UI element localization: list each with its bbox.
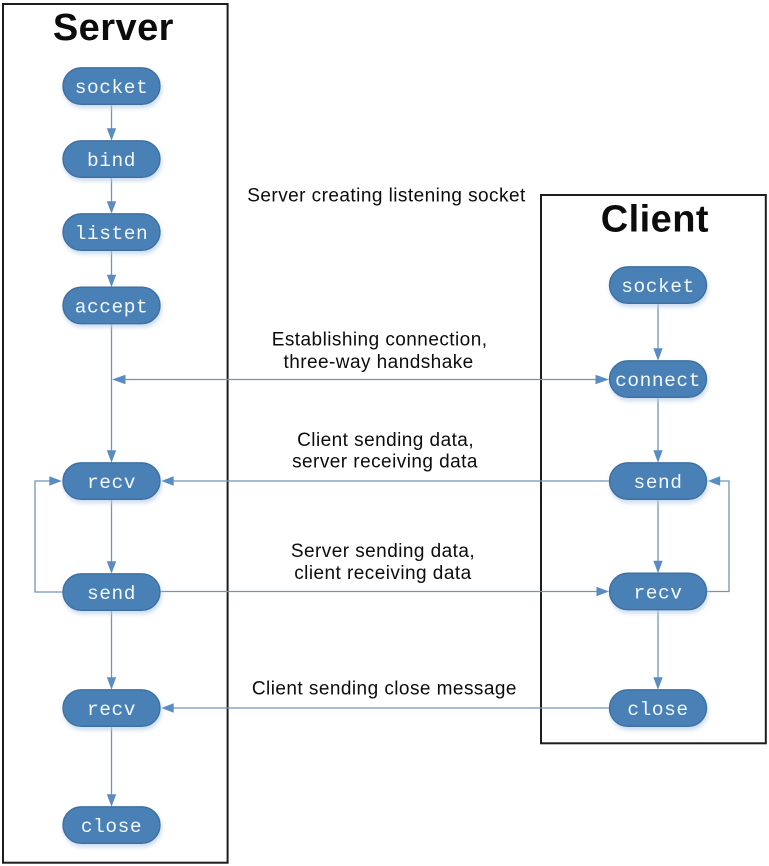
svg-text:recv: recv	[87, 472, 136, 494]
svg-text:socket: socket	[621, 276, 695, 298]
svg-text:client receiving data: client receiving data	[294, 563, 471, 584]
svg-text:recv: recv	[87, 699, 136, 721]
svg-text:accept: accept	[75, 296, 149, 318]
svg-text:bind: bind	[87, 150, 136, 172]
svg-text:close: close	[627, 699, 688, 721]
svg-text:Client: Client	[601, 199, 709, 241]
svg-text:close: close	[81, 816, 142, 838]
svg-text:send: send	[87, 583, 136, 605]
svg-text:Server: Server	[53, 7, 174, 49]
svg-text:server receiving data: server receiving data	[292, 451, 478, 472]
svg-text:listen: listen	[75, 223, 149, 245]
svg-text:recv: recv	[633, 582, 682, 604]
svg-text:connect: connect	[615, 370, 701, 392]
svg-text:send: send	[633, 472, 682, 494]
svg-text:Client sending data,: Client sending data,	[297, 430, 474, 451]
svg-text:Server creating listening sock: Server creating listening socket	[247, 186, 526, 207]
svg-text:Establishing connection,: Establishing connection,	[272, 329, 488, 350]
svg-text:Server sending data,: Server sending data,	[291, 541, 475, 562]
svg-text:socket: socket	[75, 77, 149, 99]
svg-text:three-way handshake: three-way handshake	[283, 352, 473, 373]
svg-text:Client sending close message: Client sending close message	[252, 678, 517, 699]
